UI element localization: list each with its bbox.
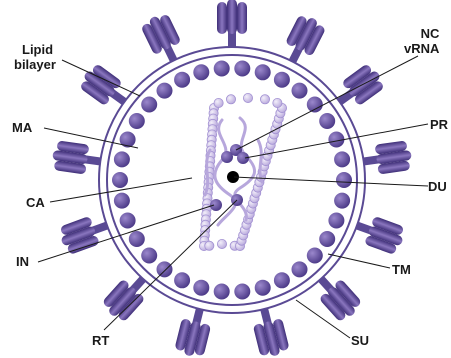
matrix-protein	[174, 72, 190, 88]
label-vrna: vRNA	[404, 41, 439, 56]
capsid-bead	[243, 93, 252, 102]
matrix-protein	[112, 172, 128, 188]
label-ca: CA	[26, 195, 45, 210]
matrix-protein	[274, 72, 290, 88]
matrix-protein	[234, 284, 250, 300]
capsid-bead	[214, 98, 223, 107]
matrix-protein	[234, 61, 250, 77]
label-lipid-line1: Lipid	[14, 42, 56, 57]
matrix-protein	[274, 272, 290, 288]
label-lipid-line2: bilayer	[14, 57, 56, 72]
spike-lobe	[227, 0, 237, 34]
matrix-protein	[336, 172, 352, 188]
matrix-protein	[214, 61, 230, 77]
matrix-protein	[129, 113, 145, 129]
label-du: DU	[428, 179, 447, 194]
label-nc: NC	[404, 26, 439, 41]
integrase-dot	[210, 199, 222, 211]
label-ma: MA	[12, 120, 32, 135]
matrix-protein	[255, 280, 271, 296]
matrix-protein	[307, 97, 323, 113]
capsid-bead	[205, 241, 214, 250]
label-su: SU	[351, 333, 369, 348]
capsid-bead	[273, 98, 282, 107]
capsid-bead	[260, 95, 269, 104]
label-rt: RT	[92, 333, 109, 348]
matrix-protein	[334, 193, 350, 209]
label-pr: PR	[430, 117, 448, 132]
matrix-protein	[141, 97, 157, 113]
matrix-protein	[157, 261, 173, 277]
spike-lobe	[237, 2, 247, 34]
matrix-protein	[157, 83, 173, 99]
matrix-protein	[307, 248, 323, 264]
matrix-protein	[193, 280, 209, 296]
matrix-protein	[319, 231, 335, 247]
matrix-protein	[193, 64, 209, 80]
matrix-protein	[174, 272, 190, 288]
matrix-protein	[334, 151, 350, 167]
label-lipid-bilayer: Lipid bilayer	[14, 42, 56, 72]
label-in: IN	[16, 254, 29, 269]
protease-dot-1	[221, 151, 233, 163]
matrix-protein	[114, 193, 130, 209]
matrix-protein	[129, 231, 145, 247]
matrix-protein	[319, 113, 335, 129]
matrix-protein	[292, 261, 308, 277]
matrix-protein	[292, 83, 308, 99]
matrix-protein	[255, 64, 271, 80]
envelope-spike	[217, 0, 247, 54]
label-nc-vrna: NC vRNA	[404, 26, 439, 56]
capsid-bead	[217, 239, 226, 248]
matrix-protein	[120, 213, 136, 229]
matrix-protein	[141, 248, 157, 264]
label-tm: TM	[392, 262, 411, 277]
spike-lobe	[217, 2, 227, 34]
matrix-protein	[214, 284, 230, 300]
matrix-protein	[114, 151, 130, 167]
matrix-protein	[328, 213, 344, 229]
capsid-bead	[226, 95, 235, 104]
